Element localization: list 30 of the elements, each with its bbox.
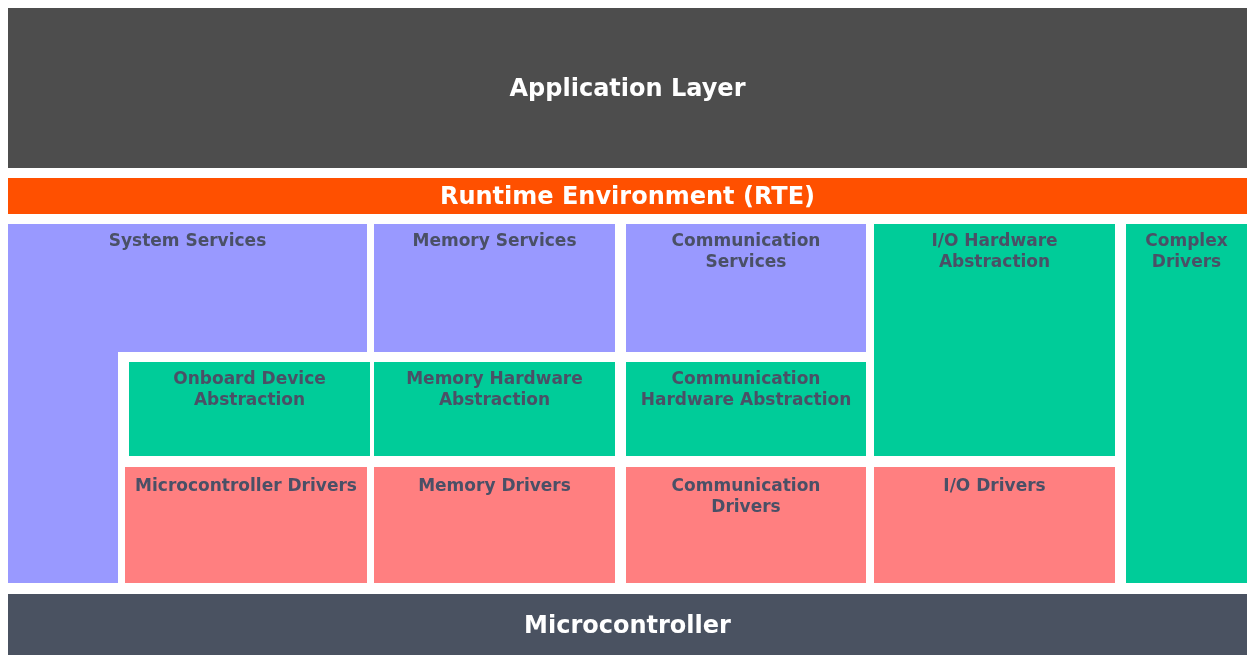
block-label: Communication Services [670, 230, 822, 273]
layer-block [374, 362, 615, 456]
layer-block [626, 467, 866, 583]
block-label: Onboard Device Abstraction [172, 368, 327, 411]
block-label: I/O Hardware Abstraction [930, 230, 1059, 273]
block-label: Communication Hardware Abstraction [639, 368, 853, 411]
block-label: I/O Drivers [942, 475, 1047, 497]
block-label: Runtime Environment (RTE) [438, 181, 817, 211]
layer-block [8, 224, 367, 583]
layer-block [374, 467, 615, 583]
layer-block [374, 224, 615, 352]
block-label: Application Layer [508, 73, 747, 103]
block-label: Microcontroller [523, 609, 732, 640]
layer-block [626, 362, 866, 456]
block-label: Communication Drivers [670, 475, 822, 518]
block-label: Complex Drivers [1144, 230, 1229, 273]
layer-band [8, 594, 1247, 655]
layer-block [129, 362, 370, 456]
block-label: Memory Hardware Abstraction [405, 368, 584, 411]
layer-band [8, 178, 1247, 214]
layer-band [8, 8, 1247, 168]
block-label: Memory Drivers [417, 475, 572, 497]
block-label: System Services [107, 230, 268, 252]
layer-block [874, 224, 1115, 456]
layer-block [874, 467, 1115, 583]
layer-block [125, 467, 367, 583]
layer-block [626, 224, 866, 352]
block-label: Memory Services [411, 230, 578, 252]
block-label: Microcontroller Drivers [134, 475, 358, 497]
layer-block [1126, 224, 1247, 583]
